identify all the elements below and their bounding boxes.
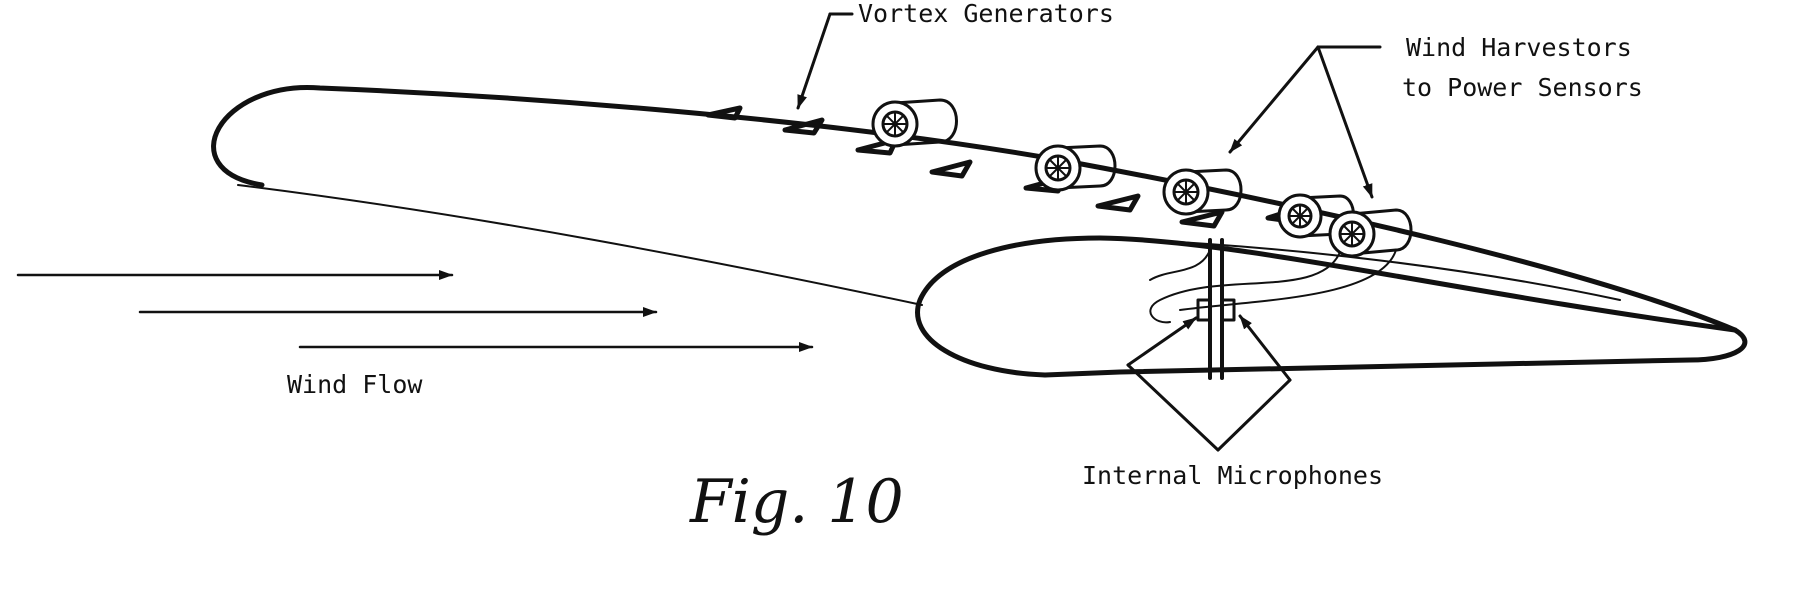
- wing-outline: [214, 87, 1745, 375]
- vortex-generators: [708, 108, 1296, 226]
- wind-harvestors-leader: [1230, 47, 1380, 197]
- sensor-wires: [1150, 250, 1396, 322]
- wind-harvestors-label-line1: Wind Harvestors: [1406, 33, 1632, 62]
- airfoil-cross-section: [918, 238, 1735, 375]
- figure-caption: Fig. 10: [689, 467, 904, 537]
- vortex-generators-label: Vortex Generators: [858, 0, 1114, 28]
- vortex-generators-leader: [798, 14, 852, 108]
- internal-microphones-label: Internal Microphones: [1082, 461, 1383, 490]
- wind-flow-label: Wind Flow: [287, 370, 423, 399]
- wind-flow-arrows: [18, 275, 812, 347]
- wing-lower-surface-line: [238, 185, 922, 305]
- wind-harvestors-label-line2: to Power Sensors: [1402, 73, 1643, 102]
